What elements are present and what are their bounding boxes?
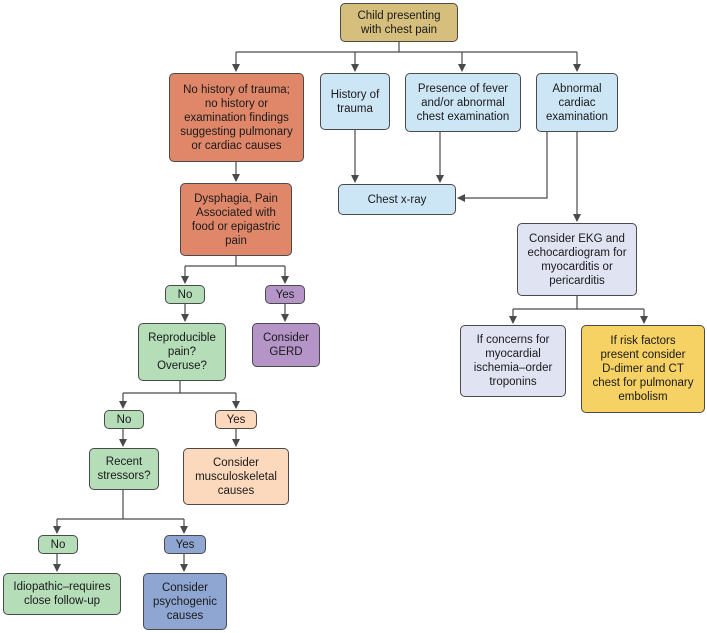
node-musculoskeletal: Consider musculoskeletal causes [183,448,289,505]
node-no-3: No [38,535,78,554]
node-yes-3: Yes [164,535,206,554]
node-abnormal-cardiac: Abnormal cardiac examination [536,73,618,132]
node-reproducible: Reproducible pain? Overuse? [138,323,226,381]
node-no-2: No [104,410,144,429]
node-stressors: Recent stressors? [89,448,159,490]
node-ischemia: If concerns for myocardial ischemia–orde… [460,325,566,397]
node-ekg: Consider EKG and echocardiogram for myoc… [517,223,637,296]
node-yes-2: Yes [215,410,257,429]
node-yes-1: Yes [265,285,305,304]
node-fever: Presence of fever and/or abnormal chest … [405,73,521,132]
node-no-1: No [165,285,205,304]
node-psychogenic: Consider psychogenic causes [143,573,227,630]
node-start: Child presenting with chest pain [340,3,458,42]
node-dysphagia: Dysphagia, Pain Associated with food or … [180,183,292,256]
node-idiopathic: Idiopathic–requires close follow-up [3,573,121,615]
node-history-trauma: History of trauma [320,73,390,130]
node-gerd: Consider GERD [252,323,320,367]
node-chest-xray: Chest x-ray [338,184,456,215]
node-risk-factors: If risk factors present consider D-dimer… [581,325,705,413]
edge-abnormal-cardiac-to-xray [457,132,548,202]
node-no-trauma: No history of trauma; no history or exam… [169,73,304,162]
